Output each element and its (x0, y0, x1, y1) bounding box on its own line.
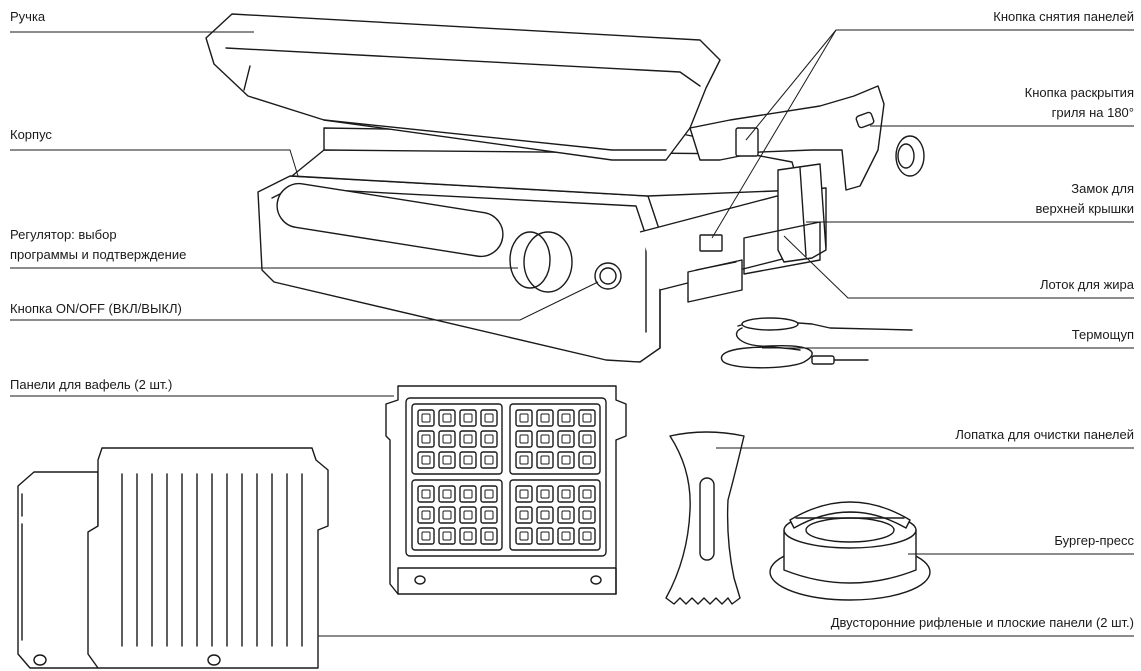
label-waffle-plates: Панели для вафель (2 шт.) (10, 377, 173, 392)
label-lid-lock-line1: Замок для (1071, 181, 1134, 196)
grill-illustration (205, 13, 925, 363)
leader-plate-release-2 (711, 29, 837, 239)
label-handle: Ручка (10, 9, 46, 24)
burger-press-illustration (769, 501, 931, 601)
label-plate-release: Кнопка снятия панелей (993, 9, 1134, 24)
label-scraper: Лопатка для очистки панелей (955, 427, 1134, 442)
scraper-illustration (665, 431, 745, 605)
label-open180-line1: Кнопка раскрытия (1024, 85, 1134, 100)
probe-illustration (720, 317, 913, 369)
leader-drip-tray (783, 235, 1134, 299)
leader-power (10, 281, 599, 321)
label-open180-line2: гриля на 180° (1051, 105, 1134, 120)
leader-body (10, 149, 299, 177)
label-drip-tray: Лоток для жира (1039, 277, 1134, 292)
label-dial-line1: Регулятор: выбор (10, 227, 117, 242)
label-probe: Термощуп (1071, 327, 1134, 342)
label-lid-lock-line2: верхней крышки (1035, 201, 1135, 216)
label-body: Корпус (10, 127, 52, 142)
label-power: Кнопка ON/OFF (ВКЛ/ВЫКЛ) (10, 301, 182, 316)
waffle-plate-illustration (385, 385, 627, 595)
label-dial-line2: программы и подтверждение (10, 247, 187, 262)
label-burger-press: Бургер-пресс (1054, 533, 1134, 548)
reversible-plate-illustration (17, 447, 329, 669)
leader-plate-release-1 (745, 29, 837, 141)
leader-lines (10, 29, 1134, 637)
label-reversible-plates: Двусторонние рифленые и плоские панели (… (830, 615, 1134, 630)
